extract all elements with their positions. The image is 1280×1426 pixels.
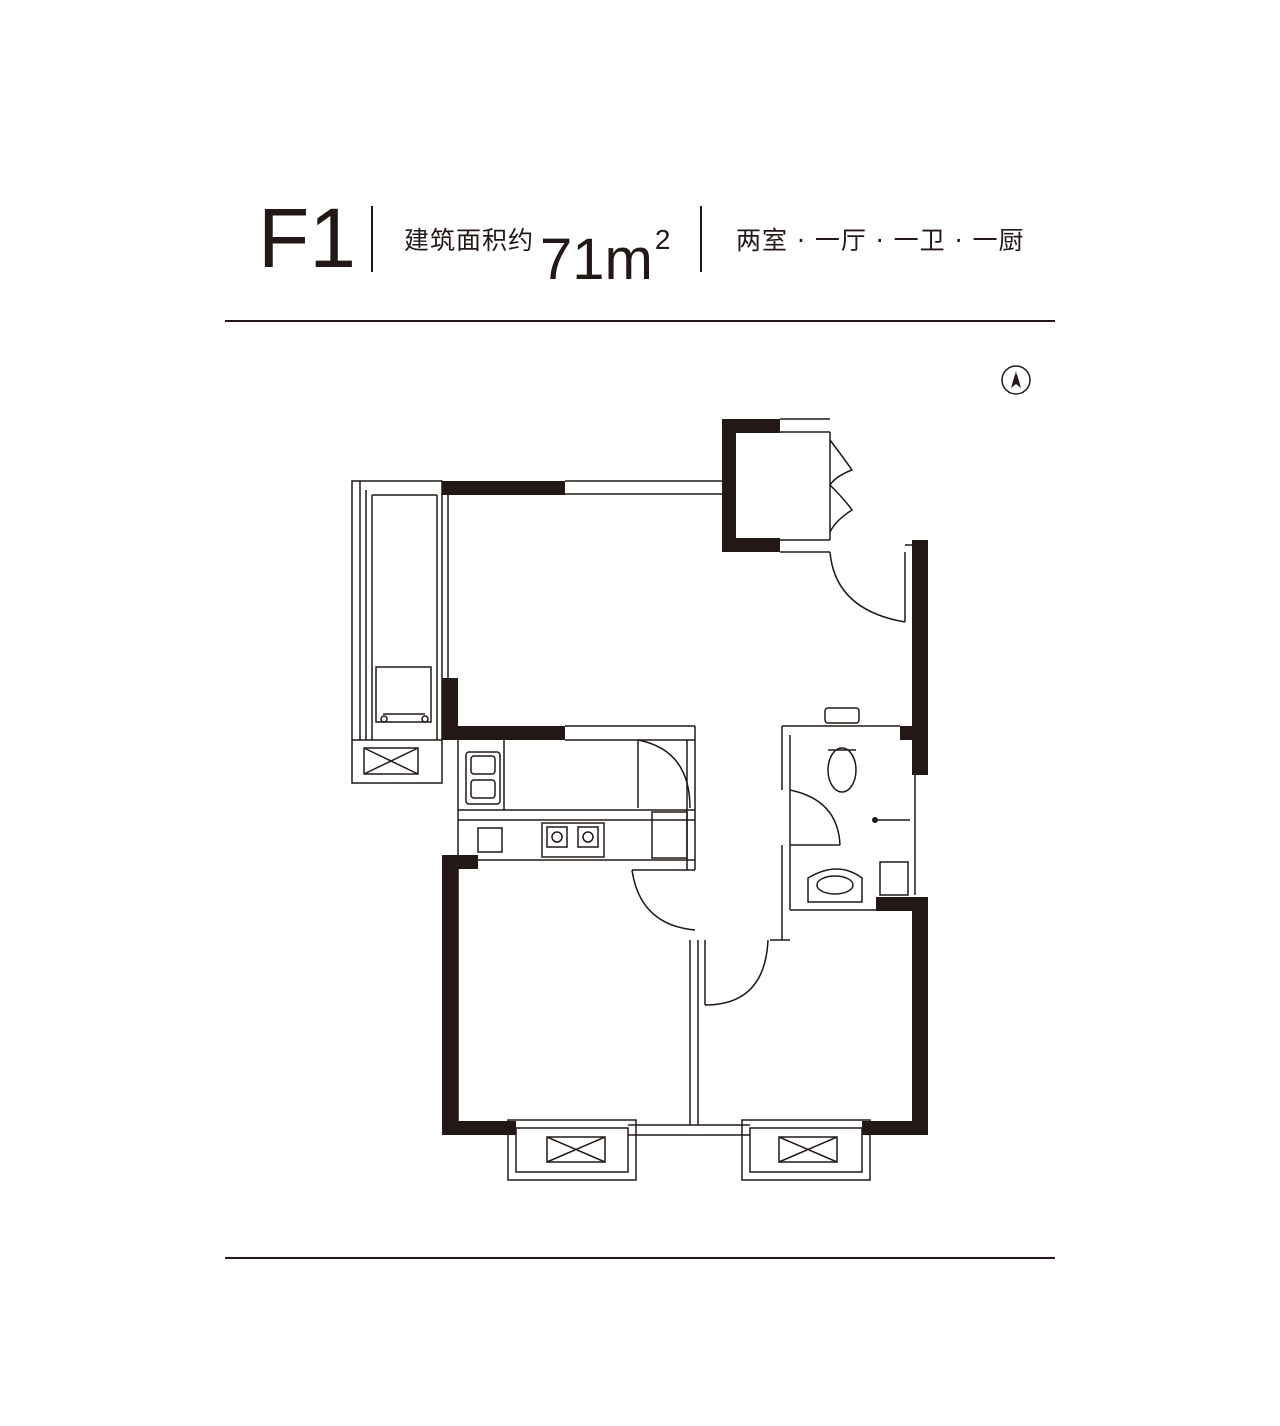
unit-code: F1 (258, 191, 357, 285)
bottom-rule (225, 1257, 1055, 1259)
area-value: 71m2 (540, 200, 670, 300)
top-rule (225, 320, 1055, 322)
bathroom (770, 725, 916, 941)
kitchen (457, 725, 696, 870)
plan-header: F1 建筑面积约 71m2 两室 · 一厅 · 一卫 · 一厨 (0, 0, 1280, 300)
area-label: 建筑面积约 (404, 226, 535, 255)
bedroom-right-door (704, 939, 769, 1006)
bay-window-right (741, 1119, 871, 1181)
ceiling-fixture (872, 817, 878, 823)
washing-machine-icon (375, 666, 432, 723)
entry-closet (780, 418, 854, 553)
structural-walls (442, 419, 928, 1135)
layout-description: 两室 · 一厅 · 一卫 · 一厨 (736, 226, 1025, 255)
kitchen-door (637, 739, 691, 809)
north-arrow-icon: 北 (1001, 365, 1031, 395)
area-number: 71m (540, 227, 653, 292)
ac-unit-icon (363, 747, 419, 775)
bay-window-left (507, 1119, 637, 1181)
north-label: 北 (1013, 368, 1019, 376)
bedroom-left (457, 855, 750, 1136)
sink-icon (465, 751, 501, 805)
toilet-icon (824, 707, 860, 793)
area-unit-superscript: 2 (654, 224, 671, 255)
stove-icon (541, 822, 605, 858)
header-divider (371, 206, 373, 272)
basin-icon (807, 868, 863, 903)
entrance-door (829, 544, 912, 623)
header-divider (700, 206, 702, 272)
bathroom-door (789, 789, 841, 846)
west-balcony (351, 480, 449, 784)
